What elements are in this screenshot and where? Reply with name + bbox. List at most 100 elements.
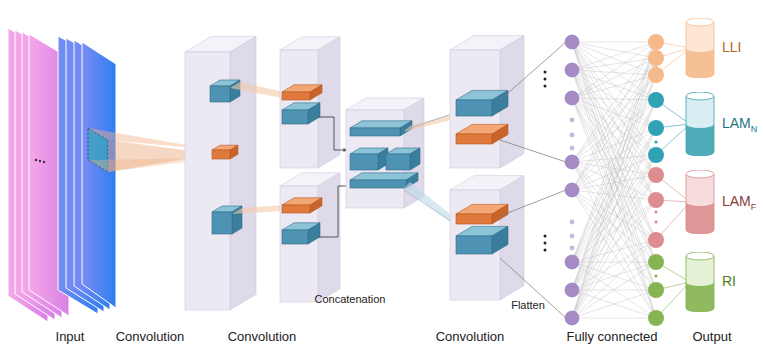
- dense-connection: [572, 175, 656, 290]
- stage-label: Output: [692, 330, 731, 344]
- dense-connection: [572, 98, 656, 175]
- fc-neuron: [648, 50, 664, 66]
- feature-cube: [212, 212, 232, 234]
- cylinder-shape: [683, 18, 717, 78]
- dense-connection: [572, 70, 656, 75]
- dense-connection: [572, 42, 656, 70]
- ellipsis-dot: [654, 220, 657, 223]
- fc-neuron: [648, 92, 664, 108]
- neuron: [565, 311, 579, 325]
- output-label: LAM: [722, 194, 751, 208]
- flatten-line: [500, 258, 566, 318]
- stage-label: Convolution: [228, 330, 297, 344]
- cylinder-body: [686, 96, 714, 156]
- output-cylinder: LAMN: [683, 92, 763, 156]
- stage-label: Concatenation: [315, 293, 386, 305]
- dense-connection: [572, 162, 656, 262]
- output-label: LAM: [722, 116, 751, 130]
- dense-connection: [572, 42, 656, 98]
- fc-neuron: [648, 254, 664, 270]
- fc-neuron: [648, 120, 664, 136]
- output-subscript: F: [751, 203, 757, 212]
- fc-neuron: [648, 167, 664, 183]
- output-label: RI: [722, 274, 736, 288]
- stage-label: Flatten: [511, 299, 545, 311]
- feature-plate: [282, 205, 310, 213]
- neuron: [565, 91, 579, 105]
- cylinder-top: [686, 252, 714, 260]
- fc-neuron: [648, 147, 664, 163]
- dense-connection: [572, 175, 656, 318]
- dense-connection: [572, 100, 656, 290]
- dense-connection: [572, 262, 656, 318]
- flatten-line: [500, 140, 566, 162]
- feature-map-slab: [185, 52, 230, 310]
- cylinder-shape: [683, 252, 717, 312]
- ellipsis-dot: [544, 85, 547, 88]
- dense-connection: [572, 200, 656, 318]
- flow-arrow: [318, 117, 348, 150]
- cylinder-fill: [686, 48, 714, 78]
- dense-connection: [572, 42, 656, 43]
- feature-plate: [456, 214, 492, 224]
- ellipsis-dot: [570, 246, 575, 251]
- dense-connection: [572, 42, 656, 128]
- feature-cube: [308, 103, 320, 124]
- dense-connection: [572, 58, 656, 318]
- dense-connection: [572, 190, 656, 262]
- feature-cube: [456, 236, 492, 254]
- dense-connection: [572, 42, 656, 240]
- dense-connection: [572, 262, 656, 318]
- ellipsis-dot: [544, 249, 547, 252]
- fc-neuron: [648, 67, 664, 83]
- dense-connection: [572, 240, 656, 318]
- feature-plate: [492, 204, 508, 224]
- ellipsis-dot: [654, 210, 657, 213]
- dense-connection: [572, 240, 656, 290]
- cylinder-shape: [683, 92, 717, 156]
- dense-connection: [572, 42, 656, 58]
- neuron: [565, 183, 579, 197]
- cylinder-fill: [686, 124, 714, 156]
- ellipsis-dot: [654, 274, 657, 277]
- dense-connection: [572, 98, 656, 290]
- fc-neuron: [648, 34, 664, 50]
- feature-cube: [350, 180, 406, 188]
- dense-connection: [572, 42, 656, 190]
- feature-plate: [310, 198, 322, 213]
- dense-connection: [572, 42, 656, 290]
- dense-connection: [572, 58, 656, 262]
- neuron: [565, 155, 579, 169]
- dense-connection: [572, 290, 656, 318]
- ellipsis-dot: [544, 78, 547, 81]
- ellipsis-dot: [570, 146, 575, 151]
- cylinder-body: [686, 256, 714, 312]
- dense-connection: [572, 128, 656, 318]
- ellipsis-dot: [544, 235, 547, 238]
- dense-connection: [572, 100, 656, 190]
- dense-connection: [572, 42, 656, 290]
- ellipsis-dot: [570, 234, 575, 239]
- feature-cube: [456, 100, 492, 116]
- stage-label: Convolution: [116, 330, 185, 344]
- dense-connection: [572, 318, 656, 319]
- neuron: [565, 63, 579, 77]
- ellipsis-dot: [544, 242, 547, 245]
- feature-plate: [230, 145, 238, 159]
- cylinder-top: [686, 92, 714, 100]
- flatten-line: [500, 190, 566, 216]
- dense-connection: [572, 100, 656, 262]
- feature-plate: [492, 124, 508, 144]
- feature-cube: [282, 230, 308, 244]
- dense-connection: [572, 42, 656, 162]
- dense-connection: [572, 58, 656, 290]
- fc-neuron: [648, 282, 664, 298]
- fc-neuron: [648, 232, 664, 248]
- output-cylinder: LLI: [683, 18, 763, 78]
- dense-connection: [572, 290, 656, 318]
- dense-connection: [572, 100, 656, 318]
- feature-cube: [210, 86, 230, 102]
- feature-map-slab: [318, 37, 340, 168]
- feature-plate: [456, 134, 492, 144]
- ellipsis-dot: [570, 220, 575, 225]
